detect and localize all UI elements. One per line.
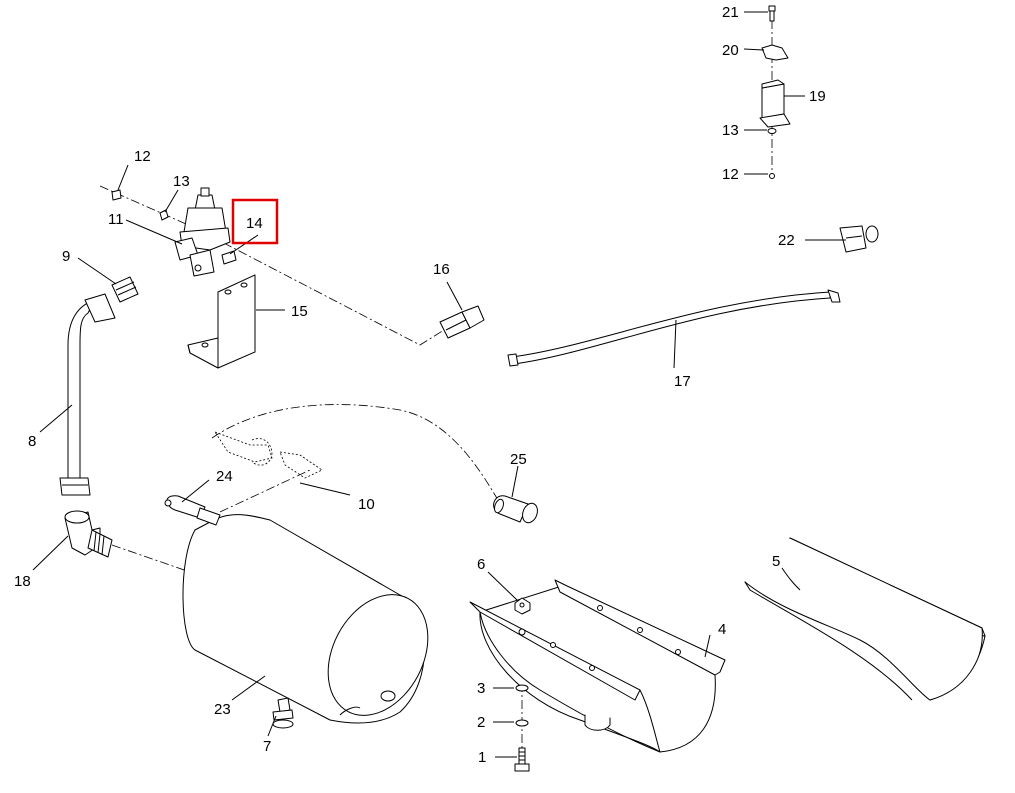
screw-part-14 [221,250,237,265]
callout-9: 9 [62,248,70,265]
callout-12-valve: 12 [134,148,151,165]
centerline-elbow [111,544,191,573]
callout-6: 6 [477,556,485,573]
centerline-valve [99,185,453,346]
bracket-part-19 [759,79,791,128]
inline-fitting-part [439,305,485,339]
callout-21: 21 [722,4,739,21]
pipe-fitting-part [111,276,139,303]
leader-lines [32,11,846,758]
bolt-part [514,747,530,772]
elbow-fitting-part [493,495,538,524]
air-line-tube-part [59,293,116,496]
drain-plug-part [272,697,294,729]
air-tank-part [182,514,429,724]
callout-1: 1 [478,749,486,766]
callout-18: 18 [14,573,31,590]
callout-13-bracket: 13 [722,122,739,139]
callout-23: 23 [214,701,231,718]
fastener-hole [518,628,526,636]
callout-24: 24 [216,468,233,485]
nut-part-12b [769,173,775,179]
tee-fitting-part [64,510,113,558]
nut-part-12 [111,189,122,201]
lock-washer-part [515,719,529,727]
callout-8: 8 [28,433,36,450]
callout-22: 22 [778,232,795,249]
centerline-fitting [219,469,311,513]
braided-hose-part [507,289,841,367]
washer-part-13 [159,209,169,221]
trough-shell-part [744,537,986,701]
elbow-fitting-part-22 [839,225,879,253]
callout-2: 2 [477,714,485,731]
mounting-bracket-part [187,274,256,369]
washer-part [515,684,529,692]
callout-25: 25 [510,451,527,468]
callout-13-valve: 13 [173,173,190,190]
callout-14: 14 [246,215,263,232]
drain-valve-part [164,495,221,526]
pressure-valve-part [174,187,231,277]
washer-part-13b [767,128,777,134]
callout-11: 11 [108,211,124,228]
callout-16: 16 [433,261,450,278]
callout-7: 7 [263,738,271,755]
fastener-nut-part [514,597,531,615]
callout-12-bracket: 12 [722,166,739,183]
callout-17: 17 [674,373,691,390]
hose-fitting-part [214,431,323,479]
callout-15: 15 [291,303,308,320]
callout-10: 10 [358,496,375,513]
clamp-part-20 [761,44,789,61]
callout-3: 3 [477,680,485,697]
callout-20: 20 [722,42,739,59]
callout-5: 5 [772,553,780,570]
callout-14-highlight-box [231,198,279,245]
callout-19: 19 [809,88,826,105]
callout-4: 4 [718,621,726,638]
bolt-part-21 [768,5,776,22]
centerline-hose [211,404,499,501]
trough-bracket-part [469,579,726,753]
